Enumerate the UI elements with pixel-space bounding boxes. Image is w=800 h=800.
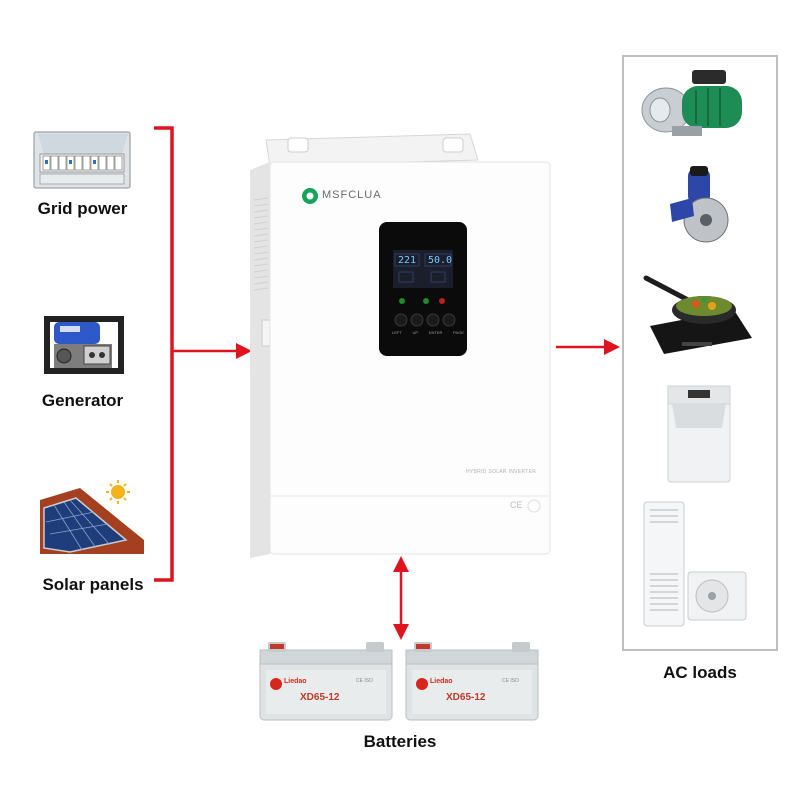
hybrid-solar-inverter: MSFCLUA 221 50.0 LEFT UP ENTER PAGE HYBR…: [248, 130, 558, 570]
battery-1: Liedao XD65-12 CE ISO: [256, 640, 396, 722]
ac-loads-label: AC loads: [663, 663, 737, 682]
arrow-up-icon: [393, 556, 409, 572]
air-conditioner: [640, 498, 752, 628]
ce-mark: CE: [510, 500, 523, 510]
batteries-label: Batteries: [363, 732, 437, 751]
induction-cooker: [642, 270, 754, 356]
left-button[interactable]: LEFT: [392, 330, 402, 335]
page-button[interactable]: PAGE: [453, 330, 464, 335]
button-labels: LEFT UP ENTER PAGE: [392, 330, 464, 335]
water-pump-icon: [641, 70, 742, 136]
generator-icon: [44, 316, 124, 374]
model-text: HYBRID SOLAR INVERTER: [466, 469, 537, 475]
washing-machine: [664, 378, 734, 484]
battery-2: Liedao XD65-12 CE ISO: [402, 640, 542, 722]
generator-label: Generator: [41, 391, 124, 410]
water-pump: [636, 64, 756, 144]
battery-double-arrow: [393, 556, 409, 640]
up-button[interactable]: UP: [412, 330, 419, 335]
battery-brand: Liedao: [430, 678, 453, 685]
battery-cert: CE ISO: [502, 678, 519, 684]
solar-panel-icon: [40, 480, 144, 554]
inverter-body: [250, 133, 551, 558]
induction-cooker-icon: [643, 275, 752, 354]
battery-model: XD65-12: [300, 692, 340, 703]
breaker-panel-icon: [33, 131, 131, 189]
tile-cutter: [660, 164, 740, 246]
solar-panels-label: Solar panels: [42, 575, 144, 594]
solar-panels-source: [40, 478, 146, 554]
display-frequency: 50.0: [428, 255, 453, 266]
battery-cert: CE ISO: [356, 678, 373, 684]
grid-power-label: Grid power: [37, 199, 128, 218]
air-conditioner-icon: [643, 501, 747, 627]
enter-button[interactable]: ENTER: [428, 330, 443, 335]
input-bracket-arrow: [154, 126, 252, 582]
arrow-down-icon: [393, 624, 409, 640]
arrow-head-icon: [236, 343, 252, 359]
washing-machine-icon: [667, 385, 731, 483]
battery-brand: Liedao: [284, 678, 307, 685]
tile-cutter-icon: [670, 166, 729, 243]
brand-name: MSFCLUA: [322, 189, 382, 201]
arrow-head-icon: [604, 339, 620, 355]
grid-power-source: [30, 130, 135, 192]
output-arrow: [556, 339, 620, 355]
display-voltage: 221: [398, 255, 417, 266]
battery-icon: [405, 642, 539, 721]
generator-source: [38, 312, 130, 380]
battery-icon: [259, 642, 393, 721]
battery-model: XD65-12: [446, 692, 486, 703]
